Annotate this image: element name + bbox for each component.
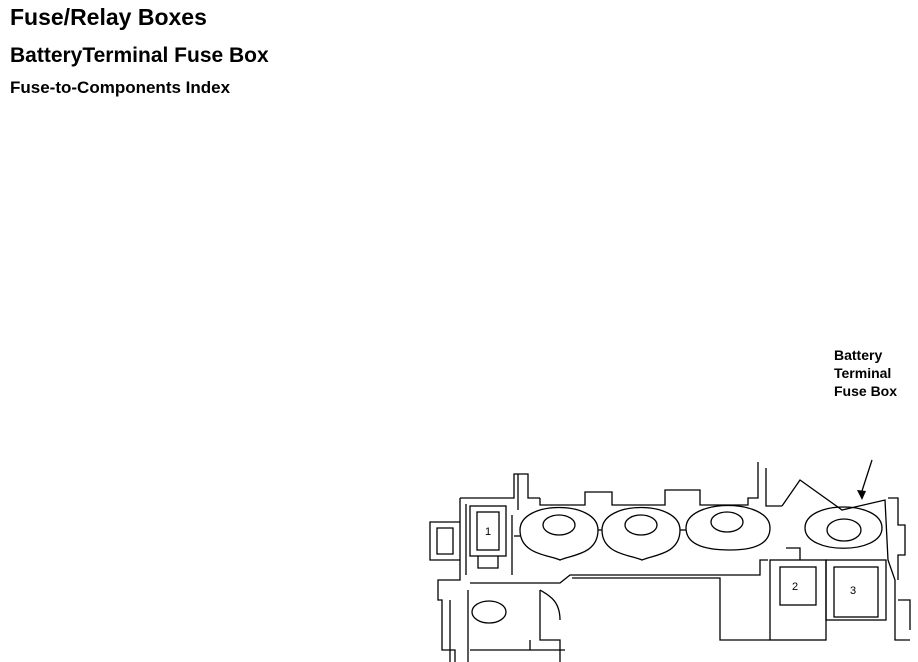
callout-label: Battery Terminal Fuse Box [834, 346, 897, 400]
callout-arrow [857, 459, 873, 500]
terminal-mounts [471, 504, 883, 624]
callout-line-3: Fuse Box [834, 383, 898, 399]
page-title: Fuse/Relay Boxes [10, 4, 207, 30]
fuse-label-1: 1 [485, 526, 491, 538]
fuse-box-housing [429, 462, 911, 662]
page-subtitle: BatteryTerminal Fuse Box [10, 44, 269, 67]
fuse-label-2: 2 [792, 581, 798, 593]
fuse-label-3: 3 [850, 585, 856, 597]
fuse-3: 3 [825, 559, 887, 621]
fuse-1: 1 [469, 505, 507, 569]
fuse-2: 2 [769, 547, 827, 641]
callout-line-1: Battery [834, 347, 883, 363]
section-heading: Fuse-to-Components Index [10, 78, 231, 97]
callout-line-2: Terminal [834, 365, 892, 381]
